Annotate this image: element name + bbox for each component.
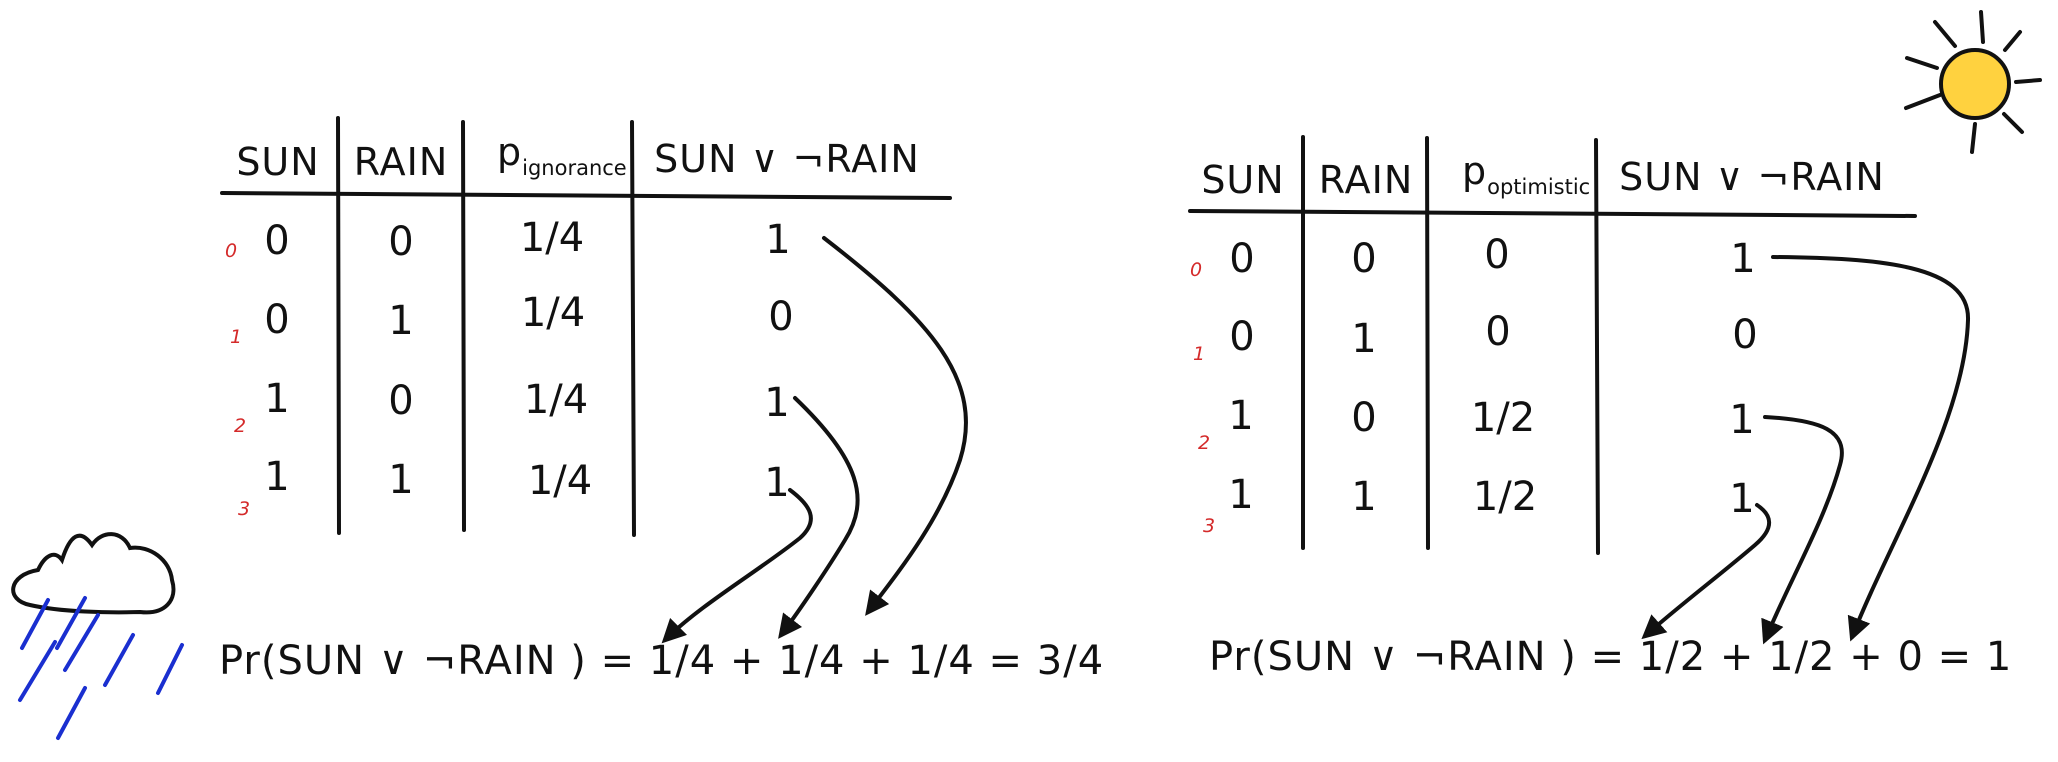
cell-sun: 1 <box>1228 472 1253 518</box>
table-row: 1 0 1/4 1 <box>264 376 789 426</box>
arrow-row3-to-term1 <box>1641 503 1772 640</box>
cell-expression-value: 1 <box>1729 476 1754 522</box>
header-p-base: p <box>1462 149 1487 193</box>
arrow-row3-to-term1 <box>661 488 813 644</box>
row-index: 2 <box>234 415 246 437</box>
header-sun: SUN <box>236 140 319 184</box>
arrow-row0-to-term3 <box>1771 255 1971 642</box>
row-index: 3 <box>238 498 250 520</box>
column-divider <box>630 120 636 537</box>
cell-expression-value: 0 <box>1732 312 1757 358</box>
row-index: 0 <box>225 240 237 262</box>
cell-rain: 1 <box>388 298 413 344</box>
table-row: 0 1 0 0 <box>1229 309 1757 362</box>
header-rule <box>1188 209 1917 218</box>
cell-sun: 0 <box>1229 314 1254 360</box>
cell-rain: 0 <box>1351 236 1376 282</box>
column-divider <box>336 116 341 535</box>
cell-sun: 1 <box>264 454 289 500</box>
cell-expression-value: 1 <box>765 217 790 263</box>
header-probability: poptimistic <box>1462 149 1590 199</box>
cell-expression-value: 1 <box>1729 397 1754 443</box>
arrow-row2-to-term2 <box>1761 415 1844 645</box>
cell-rain: 0 <box>388 378 413 424</box>
cell-rain: 1 <box>1351 316 1376 362</box>
column-divider <box>1425 136 1430 550</box>
table-row: 1 1 1/2 1 <box>1228 472 1754 522</box>
row-index: 0 <box>1190 259 1202 281</box>
cell-probability: 1/2 <box>1471 395 1535 441</box>
cell-expression-value: 0 <box>768 294 793 340</box>
table-row: 1 1 1/4 1 <box>264 454 789 506</box>
header-expression: SUN ∨ ¬RAIN <box>1619 155 1885 199</box>
cell-probability: 1/4 <box>524 377 588 423</box>
row-index: 1 <box>1193 343 1205 365</box>
cell-sun: 0 <box>264 297 289 343</box>
row-index: 3 <box>1203 515 1215 537</box>
column-divider <box>461 120 466 532</box>
cell-probability: 0 <box>1485 309 1510 355</box>
row-index: 1 <box>230 326 242 348</box>
arrow-row0-to-term3 <box>822 236 968 616</box>
cell-rain: 1 <box>388 457 413 503</box>
sun-icon <box>1904 10 2042 154</box>
cell-probability: 1/4 <box>528 458 592 504</box>
cell-sun: 1 <box>1228 393 1253 439</box>
header-p-base: p <box>497 130 522 174</box>
formula-optimistic: Pr(SUN ∨ ¬RAIN ) = 1/2 + 1/2 + 0 = 1 <box>1209 634 2012 680</box>
table-row: 0 0 1/4 1 <box>264 215 790 265</box>
cell-probability: 1/4 <box>521 290 585 336</box>
table-ignorance: SUN RAIN pignorance SUN ∨ ¬RAIN 0 1 2 3 … <box>219 116 1104 684</box>
cell-expression-value: 1 <box>764 460 789 506</box>
header-p-subscript: ignorance <box>522 156 627 180</box>
header-rain: RAIN <box>1319 158 1414 202</box>
cell-probability: 1/2 <box>1473 474 1537 520</box>
cell-sun: 0 <box>1229 236 1254 282</box>
cell-probability: 1/4 <box>520 215 584 261</box>
cell-sun: 1 <box>264 376 289 422</box>
header-sun: SUN <box>1201 158 1284 202</box>
cell-rain: 0 <box>1351 395 1376 441</box>
cell-expression-value: 1 <box>764 380 789 426</box>
table-row: 0 1 1/4 0 <box>264 290 793 344</box>
rain-cloud-icon <box>11 532 184 740</box>
header-probability: pignorance <box>497 130 627 180</box>
header-rain: RAIN <box>354 140 449 184</box>
cell-rain: 0 <box>388 219 413 265</box>
formula-ignorance: Pr(SUN ∨ ¬RAIN ) = 1/4 + 1/4 + 1/4 = 3/4 <box>219 638 1104 684</box>
header-p-subscript: optimistic <box>1487 175 1590 199</box>
cell-probability: 0 <box>1484 232 1509 278</box>
cell-sun: 0 <box>264 218 289 264</box>
header-expression: SUN ∨ ¬RAIN <box>654 137 920 181</box>
table-row: 0 0 0 1 <box>1229 232 1755 282</box>
table-optimistic: SUN RAIN poptimistic SUN ∨ ¬RAIN 0 1 2 3… <box>1188 135 2012 680</box>
row-index: 2 <box>1198 432 1210 454</box>
arrow-row2-to-term2 <box>778 396 860 639</box>
table-row: 1 0 1/2 1 <box>1228 393 1754 443</box>
cell-rain: 1 <box>1351 474 1376 520</box>
cell-expression-value: 1 <box>1730 236 1755 282</box>
header-rule <box>220 191 952 200</box>
column-divider <box>1594 138 1600 555</box>
